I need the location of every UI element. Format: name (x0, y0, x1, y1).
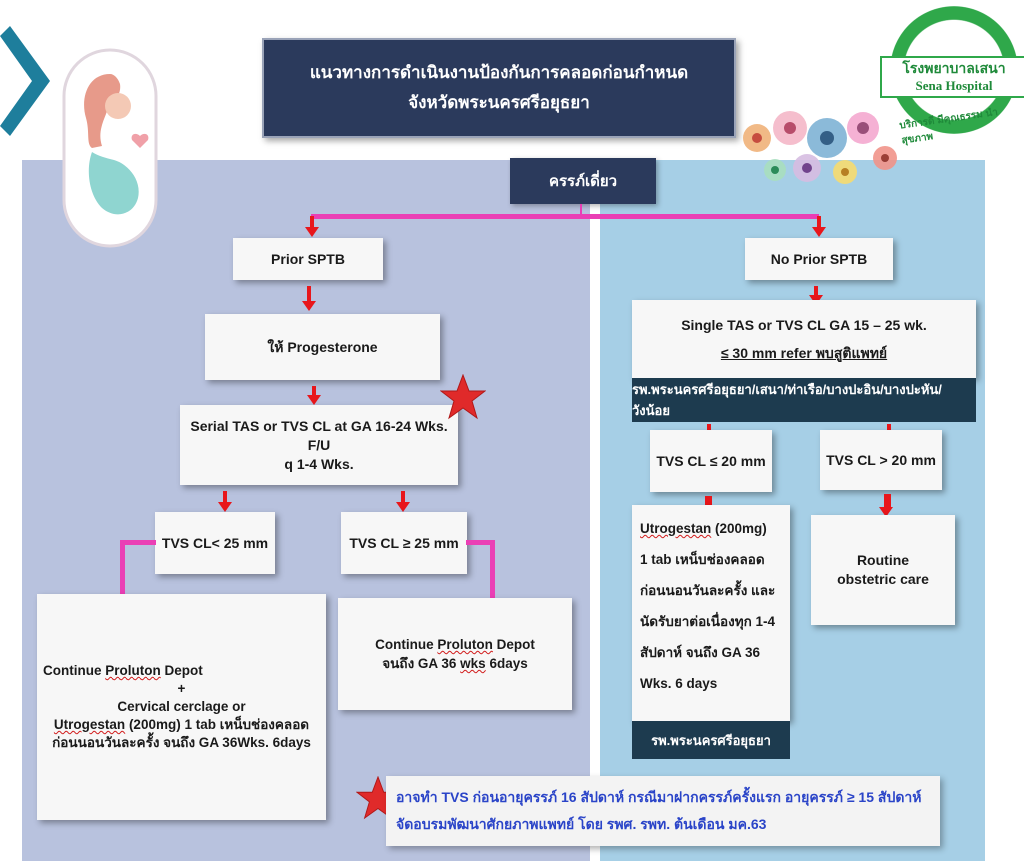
pregnant-woman-icon (62, 48, 158, 248)
arrow-to-prior-sptb (305, 216, 319, 237)
arrow-to-serial-cl (307, 386, 321, 405)
arrow-to-cl-low-left (218, 491, 232, 512)
outcome-high-line-1-drug: Proluton (437, 637, 493, 652)
routine-line-2: obstetric care (837, 571, 929, 587)
logo-name-thai: โรงพยาบาลเสนา (902, 60, 1006, 76)
regimen-line-1-post: (200mg) (711, 521, 767, 536)
node-routine-obstetric-care: Routine obstetric care (811, 515, 955, 625)
title-line-1: แนวทางการดำเนินงานป้องกันการคลอดก่อนกำหน… (309, 63, 689, 82)
red-star-icon (440, 374, 486, 420)
outcome-high-line-1: Continue Proluton Depot (375, 635, 535, 654)
node-no-prior-sptb: No Prior SPTB (745, 238, 893, 280)
outcome-low-line-1: Continue Proluton Depot (43, 662, 320, 680)
regimen-line-3: ก่อนนอนวันละครั้ง และ (640, 583, 776, 598)
outcome-low-line-2: Cervical cerclage or (117, 699, 246, 714)
note-line-2: จัดอบรมพัฒนาศักยภาพแพทย์ โดย รพศ. รพท. ต… (396, 816, 767, 832)
note-line-1: อาจทำ TVS ก่อนอายุครรภ์ 16 สัปดาห์ กรณีม… (396, 789, 922, 805)
outcome-low-line-3-post: (200mg) 1 tab เหน็บช่องคลอด (125, 717, 310, 732)
regimen-line-5: สัปดาห์ จนถึง GA 36 (640, 645, 760, 660)
connector-cl-high-h (466, 540, 494, 545)
node-give-progesterone: ให้ Progesterone (205, 314, 440, 380)
arrow-to-no-prior-sptb (812, 216, 826, 237)
node-prior-sptb: Prior SPTB (233, 238, 383, 280)
split-connector (311, 214, 819, 219)
node-utrogestan-regimen: Utrogestan (200mg) 1 tab เหน็บช่องคลอด ก… (632, 505, 790, 721)
outcome-low-line-4: ก่อนนอนวันละครั้ง จนถึง GA 36Wks. 6days (52, 735, 311, 750)
outcome-low-line-1-pre: Continue (43, 663, 106, 678)
hospital-logo-nameplate: โรงพยาบาลเสนา Sena Hospital (880, 56, 1024, 98)
arrow-to-routine-care (879, 494, 893, 517)
node-outcome-cl-high-prior: Continue Proluton Depot จนถึง GA 36 wks … (338, 598, 572, 710)
page-title: แนวทางการดำเนินงานป้องกันการคลอดก่อนกำหน… (262, 38, 736, 138)
node-outcome-cl-low-prior: Continue Proluton Depot + Cervical cercl… (37, 594, 326, 820)
hospital-list-band: รพ.พระนครศรีอยุธยา/เสนา/ท่าเรือ/บางปะอิน… (632, 378, 976, 422)
regimen-line-2: 1 tab เหน็บช่องคลอด (640, 552, 765, 567)
outcome-high-line-2-pre: จนถึง GA 36 (382, 656, 461, 671)
outcome-low-plus: + (177, 681, 186, 696)
routine-line-1: Routine (856, 552, 910, 568)
screening-line-2: ≤ 30 mm refer พบสูติแพทย์ (720, 345, 888, 361)
node-tvs-cl-above-20: TVS CL > 20 mm (820, 430, 942, 490)
node-serial-cl-measurement: Serial TAS or TVS CL at GA 16-24 Wks. F/… (180, 405, 458, 485)
outcome-low-line-3-drug: Utrogestan (53, 717, 126, 732)
arrow-to-cl-high-left (396, 491, 410, 512)
connector-cl-low-v (120, 540, 125, 596)
arrow-to-screening (809, 286, 823, 305)
regimen-line-6: Wks. 6 days (640, 676, 718, 691)
node-single-tas-tvs-screening: Single TAS or TVS CL GA 15 – 25 wk. ≤ 30… (632, 300, 976, 378)
arrow-to-progesterone (302, 286, 316, 311)
regimen-line-1: Utrogestan (200mg) (640, 513, 767, 544)
note-box: อาจทำ TVS ก่อนอายุครรภ์ 16 สัปดาห์ กรณีม… (386, 776, 940, 846)
connector-cl-high-v (490, 540, 495, 598)
outcome-high-line-2: จนถึง GA 36 wks 6days (382, 654, 527, 673)
node-tvs-cl-below-25: TVS CL< 25 mm (155, 512, 275, 574)
outcome-high-line-1-post: Depot (492, 637, 535, 652)
outcome-high-line-2-unit: wks (460, 656, 486, 671)
start-node-singleton-pregnancy: ครรภ์เดี่ยว (510, 158, 656, 204)
serial-cl-line-2: q 1-4 Wks. (284, 455, 354, 472)
outcome-low-line-3: Utrogestan (200mg) 1 tab เหน็บช่องคลอด (43, 716, 320, 734)
node-tvs-cl-at-least-25: TVS CL ≥ 25 mm (341, 512, 467, 574)
regimen-line-4: นัดรับยาต่อเนื่องทุก 1-4 (640, 614, 776, 629)
screening-line-1: Single TAS or TVS CL GA 15 – 25 wk. (681, 317, 927, 333)
node-tvs-cl-at-most-20: TVS CL ≤ 20 mm (650, 430, 772, 492)
outcome-high-line-1-pre: Continue (375, 637, 438, 652)
chevron-right-icon (0, 26, 50, 136)
regimen-line-1-drug: Utrogestan (640, 521, 712, 536)
connector-cl-low-h (120, 540, 156, 545)
logo-name-english: Sena Hospital (915, 78, 993, 93)
panel-divider (593, 160, 595, 861)
split-connector-stem (580, 204, 582, 218)
outcome-low-line-1-post: Depot (160, 663, 203, 678)
serial-cl-line-1: Serial TAS or TVS CL at GA 16-24 Wks. F/… (190, 417, 448, 453)
regimen-hospital-band: รพ.พระนครศรีอยุธยา (632, 721, 790, 759)
title-line-2: จังหวัดพระนครศรีอยุธยา (408, 93, 590, 112)
flowers-decoration-icon (743, 111, 897, 184)
outcome-high-line-2-post: 6days (485, 656, 528, 671)
outcome-low-line-1-drug: Proluton (105, 663, 161, 678)
